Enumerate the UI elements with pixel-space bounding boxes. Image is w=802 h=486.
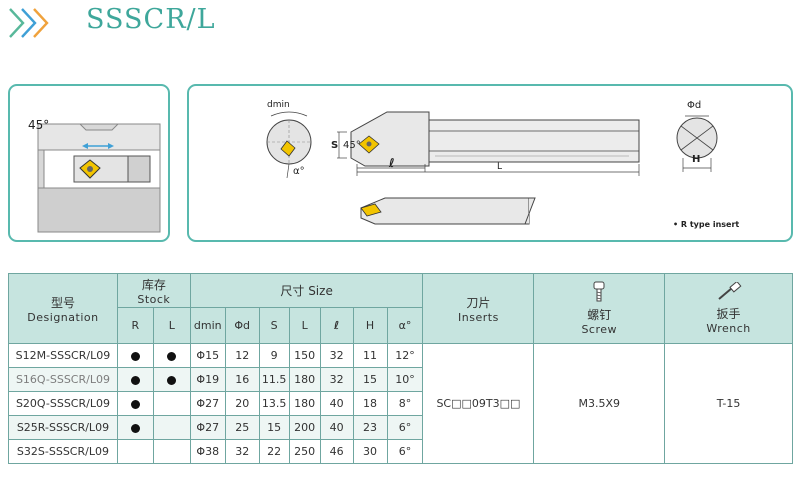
diameter-header: Φd [224, 307, 260, 344]
stock-l-cell [152, 391, 191, 416]
length-cell: 150 [288, 343, 321, 368]
in-stock-dot-icon [167, 351, 177, 361]
wrench-icon [717, 282, 742, 300]
stock-l-cell [152, 343, 191, 368]
height-cell: 23 [352, 415, 388, 440]
l-small-cell: 46 [319, 439, 354, 464]
length-header: L [288, 307, 321, 344]
s-cell: 15 [258, 415, 290, 440]
designation-cell: S20Q-SSSCR/L09 [8, 391, 118, 416]
table-row: S32S-SSSCR/L09 Φ38 32 22 250 46 30 6° [8, 439, 793, 464]
in-stock-dot-icon [130, 375, 140, 385]
designation-cell: S16Q-SSSCR/L09 [8, 367, 118, 392]
height-cell: 11 [352, 343, 388, 368]
dmin-cell: Φ27 [189, 391, 226, 416]
application-diagram-panel: 45° [8, 84, 170, 242]
length-cell: 200 [288, 415, 321, 440]
insert-cell: SC□□09T3□□ [422, 343, 535, 464]
stock-r-header: R [116, 307, 154, 344]
height-label: H [692, 154, 701, 165]
dmin-cell: Φ38 [189, 439, 226, 464]
insert-angle-label: 45° [343, 140, 361, 151]
diameter-cell: 16 [224, 367, 260, 392]
l-small-cell: 32 [319, 343, 354, 368]
length-label: L [497, 162, 503, 172]
technical-drawing-panel: dmin α° S 45° ℓ L Φd H • R type insert [187, 84, 793, 242]
stock-r-cell [116, 415, 154, 440]
s-label: S [331, 140, 339, 151]
in-stock-dot-icon [167, 375, 177, 385]
diameter-cell: 25 [224, 415, 260, 440]
table-row: S12M-SSSCR/L09 Φ15 12 9 150 32 11 12° SC… [8, 343, 793, 464]
dmin-cell: Φ27 [189, 415, 226, 440]
height-cell: 15 [352, 367, 388, 392]
l-small-label: ℓ [389, 156, 395, 170]
designation-cell: S25R-SSSCR/L09 [8, 415, 118, 440]
table-row: S20Q-SSSCR/L09 Φ27 20 13.5 180 40 18 8° [8, 391, 793, 416]
dmin-cell: Φ15 [189, 343, 226, 368]
screw-icon [593, 281, 605, 302]
alpha-label: α° [293, 166, 305, 177]
designation-cell: S32S-SSSCR/L09 [8, 439, 118, 464]
alpha-cell: 6° [386, 415, 424, 440]
tool-dimension-drawing [266, 111, 718, 225]
s-header: S [258, 307, 290, 344]
diameter-label: Φd [687, 100, 702, 111]
dmin-cell: Φ19 [189, 367, 226, 392]
s-cell: 11.5 [258, 367, 290, 392]
diameter-cell: 12 [224, 343, 260, 368]
height-header: H [352, 307, 388, 344]
wrench-cell: T-15 [664, 343, 793, 464]
s-cell: 9 [258, 343, 290, 368]
l-small-cell: 40 [319, 415, 354, 440]
s-cell: 13.5 [258, 391, 290, 416]
stock-r-cell [116, 439, 154, 464]
diameter-cell: 20 [224, 391, 260, 416]
boring-application-diagram [37, 123, 161, 233]
stock-r-cell [116, 367, 154, 392]
stock-r-cell [116, 343, 154, 368]
stock-l-cell [152, 415, 191, 440]
page-title: SSSCR/L [86, 4, 216, 35]
alpha-cell: 6° [386, 439, 424, 464]
alpha-cell: 10° [386, 367, 424, 392]
stock-l-header: L [152, 307, 191, 344]
chevron-logo-icon [9, 8, 49, 38]
inserts-header: 刀片 Inserts [422, 273, 535, 344]
in-stock-dot-icon [130, 399, 140, 409]
height-cell: 30 [352, 439, 388, 464]
length-cell: 250 [288, 439, 321, 464]
designation-cell: S12M-SSSCR/L09 [8, 343, 118, 368]
angle-label: 45° [28, 118, 50, 132]
screw-header: 螺钉 Screw [533, 273, 666, 344]
diameter-cell: 32 [224, 439, 260, 464]
specification-table: 型号 Designation 库存 Stock 尺寸 Size 刀片 Inser… [8, 273, 793, 464]
height-cell: 18 [352, 391, 388, 416]
l-small-header: ℓ [319, 307, 354, 344]
alpha-cell: 12° [386, 343, 424, 368]
length-cell: 180 [288, 391, 321, 416]
designation-header: 型号 Designation [8, 273, 118, 344]
alpha-cell: 8° [386, 391, 424, 416]
wrench-header: 扳手 Wrench [664, 273, 793, 344]
in-stock-dot-icon [130, 423, 140, 433]
l-small-cell: 40 [319, 391, 354, 416]
size-header: 尺寸 Size [189, 273, 424, 308]
stock-header: 库存 Stock [116, 273, 191, 308]
s-cell: 22 [258, 439, 290, 464]
in-stock-dot-icon [130, 351, 140, 361]
dmin-label: dmin [267, 100, 290, 110]
length-cell: 180 [288, 367, 321, 392]
stock-r-cell [116, 391, 154, 416]
screw-cell: M3.5X9 [533, 343, 666, 464]
alpha-header: α° [386, 307, 424, 344]
stock-l-cell [152, 367, 191, 392]
table-row: S16Q-SSSCR/L09 Φ19 16 11.5 180 32 15 10° [8, 367, 793, 392]
insert-type-note: • R type insert [673, 220, 740, 229]
stock-l-cell [152, 439, 191, 464]
l-small-cell: 32 [319, 367, 354, 392]
dmin-header: dmin [189, 307, 226, 344]
